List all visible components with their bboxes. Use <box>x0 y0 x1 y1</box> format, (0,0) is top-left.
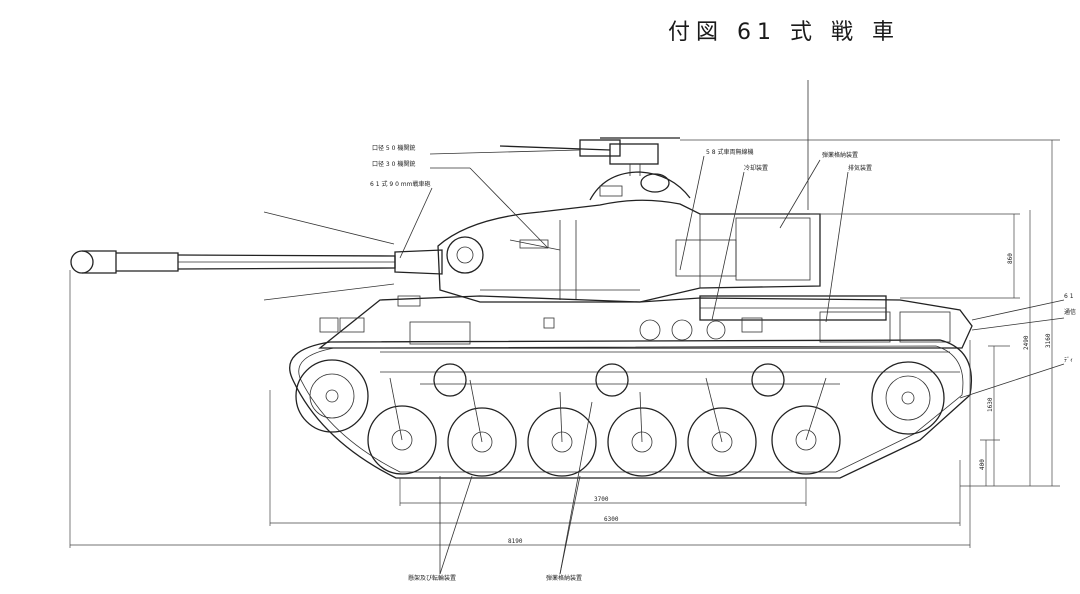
track <box>289 339 972 479</box>
label-suspension: 懸架及び転輪装置 <box>408 574 456 582</box>
label-radio: 5 8 式車両無線機 <box>706 148 753 156</box>
leader-lines <box>263 80 1065 575</box>
label-mg-top: 口径 5 0 機関銃 <box>372 144 415 152</box>
label-cooling: 冷却装置 <box>744 164 768 172</box>
label-ammo-stowage: 弾薬格納装置 <box>822 151 858 159</box>
drive-sprocket <box>871 361 945 435</box>
idler-wheel <box>295 359 369 433</box>
label-right-upper: 6 1 <box>1064 293 1074 300</box>
dimension-lines <box>69 139 1060 548</box>
label-main-gun: 6 1 式 9 0 mm戦車砲 <box>370 180 431 188</box>
cupola-machine-gun <box>499 137 680 176</box>
dim-8190: 8190 <box>508 538 523 545</box>
main-gun-barrel <box>70 249 443 275</box>
label-right-low: ﾃﾞｨ <box>1064 357 1073 364</box>
dim-3160: 3160 <box>1045 333 1052 348</box>
label-exhaust: 排気装置 <box>848 164 872 172</box>
road-wheels <box>367 405 841 477</box>
label-ammo-lower: 弾薬格納装置 <box>546 574 582 582</box>
dim-3700: 3700 <box>594 496 609 503</box>
dim-6300: 6300 <box>604 516 619 523</box>
hull <box>318 295 973 373</box>
turret <box>437 171 821 303</box>
dim-1630: 1630 <box>987 397 994 412</box>
dim-860: 860 <box>1007 253 1014 264</box>
label-right-mid: 通信 <box>1064 308 1076 316</box>
drawing-title: 付図 61 式 戦 車 <box>668 20 900 45</box>
return-rollers <box>433 363 785 397</box>
label-mg-coax: 口径 3 0 機関銃 <box>372 160 415 168</box>
dim-400: 400 <box>979 459 986 470</box>
suspension-arms <box>389 377 840 443</box>
dim-2490: 2490 <box>1023 335 1030 350</box>
